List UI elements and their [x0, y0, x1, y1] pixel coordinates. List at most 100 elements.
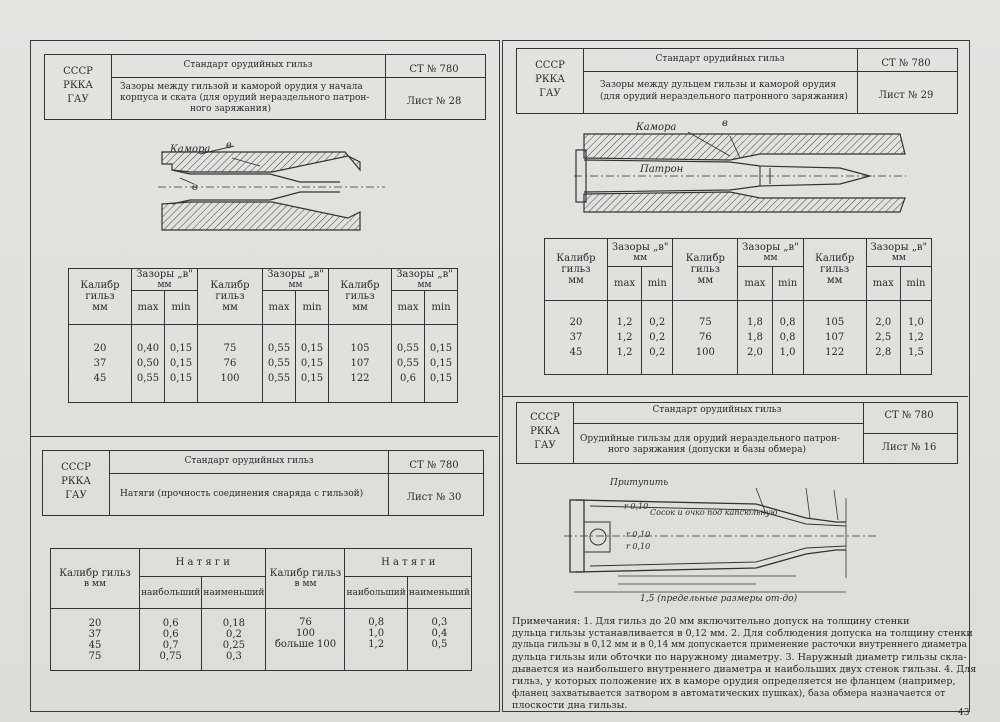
t28-h-cal-b3: мм — [222, 302, 238, 313]
sheet-29-cartridge-label: Патрон — [640, 164, 684, 175]
t30-h-max-2: наибольший — [344, 576, 408, 609]
table-cell: 0,55 — [396, 343, 420, 354]
table-cell: 107 — [350, 358, 370, 369]
t29-h-cal-3: мм — [568, 275, 584, 286]
t28-h-gaps-1: Зазоры „в" — [136, 269, 193, 280]
table-cell: 0,15 — [429, 358, 453, 369]
sheet-28-sheet-no: Лист № 28 — [406, 96, 462, 107]
table-cell: 0,8 — [779, 332, 796, 343]
t29-h-mm-3: мм — [891, 253, 906, 263]
sheet-28-st-no: СТ № 780 — [409, 64, 459, 75]
t28-h-mm-3: мм — [417, 280, 432, 290]
t30-h-tension-2: Н а т я г и — [344, 548, 472, 577]
t29-h-mm-1: мм — [633, 253, 648, 263]
t28-h-min-3: min — [424, 290, 458, 325]
note-line-3: дульца гильзы в 0,12 мм и в 0,14 мм допу… — [512, 640, 967, 650]
table-cell: 76 — [223, 358, 237, 369]
table-cell: 0,55 — [267, 373, 291, 384]
sheet-28-b1-label: в — [226, 140, 232, 151]
sheet-30-org-2: РККА — [61, 476, 91, 487]
table-cell: 0,7 — [162, 639, 179, 651]
t30-h-cal-2: в мм — [84, 579, 106, 589]
table-cell: 20 — [569, 317, 583, 328]
sheet-30-standard-title: Стандарт орудийных гильз — [184, 456, 314, 466]
right-divider — [502, 396, 968, 397]
sheet-16-blunt-label: Притупить — [610, 478, 669, 488]
table-cell: 2,0 — [746, 347, 763, 358]
t29-h-gaps-2: Зазоры „в" — [742, 242, 799, 253]
table-cell: 0,40 — [136, 343, 160, 354]
table-cell: 122 — [350, 373, 370, 384]
table-cell: 0,5 — [431, 639, 448, 650]
t28-h-cal-2: гильз — [85, 291, 115, 302]
sheet-16-standard-title: Стандарт орудийных гильз — [652, 405, 782, 415]
sheet-30-header — [42, 450, 484, 516]
table-cell: 0,15 — [429, 373, 453, 384]
table-cell: 0,3 — [225, 650, 242, 662]
table-cell: 1,2 — [616, 347, 633, 358]
t29-h-cal-b2: гильз — [690, 264, 720, 275]
table-cell: 0,15 — [169, 343, 193, 354]
sheet-16-subject-1: Орудийные гильзы для орудий нераздельног… — [580, 434, 841, 444]
table-cell: 75 — [223, 343, 237, 354]
sheet-28-subject-3: ного заряжания) — [190, 104, 271, 114]
sheet-29-chamber-drawing — [574, 131, 906, 213]
table-cell: 76 — [299, 617, 312, 628]
t28-h-cal-1: Калибр — [80, 280, 120, 291]
table-cell: 0,2 — [649, 347, 666, 358]
sheet-30-org-1: СССР — [61, 462, 91, 473]
table-cell: 0,2 — [649, 317, 666, 328]
sheet-16-st-no: СТ № 780 — [884, 410, 934, 421]
sheet-29-subject-2: (для орудий нераздельного патронного зар… — [600, 92, 848, 102]
sheet-16-org-1: СССР — [530, 412, 560, 423]
sheet-28-org-1: СССР — [63, 66, 93, 77]
t29-h-max-2: max — [737, 266, 773, 301]
table-cell: 45 — [88, 639, 102, 651]
note-line-5: дывается из наибольшего внутреннего диам… — [512, 664, 977, 675]
table-cell: 0,8 — [368, 617, 385, 628]
table-cell: 1,2 — [616, 317, 633, 328]
sheet-16-r2-label: r 0,10 — [626, 530, 651, 539]
t28-h-gaps-3: Зазоры „в" — [396, 269, 453, 280]
table-cell: 0,50 — [136, 358, 160, 369]
t29-h-gaps-3: Зазоры „в" — [870, 242, 928, 253]
sheet-29-org-1: СССР — [535, 60, 565, 71]
table-cell: 1,2 — [368, 639, 385, 650]
table-cell: 1,8 — [746, 317, 763, 328]
table-cell: 1,8 — [746, 332, 763, 343]
t29-h-min-2: min — [771, 266, 804, 301]
t30-h-cal-b2: в мм — [294, 579, 317, 589]
table-cell: 0,55 — [267, 343, 291, 354]
page-number: 43 — [958, 708, 970, 718]
table-cell: 0,6 — [162, 617, 179, 629]
sheet-16-org-3: ГАУ — [534, 440, 556, 451]
sheet-28-header — [44, 54, 486, 120]
sheet-30-st-no: СТ № 780 — [409, 460, 459, 471]
sheet-16-header — [516, 402, 958, 464]
sheet-28-subject-2: корпуса и ската (для орудий нераздельног… — [120, 93, 370, 103]
table-cell: больше 100 — [274, 639, 337, 650]
table-cell: 0,75 — [159, 650, 182, 662]
sheet-16-bevel-label: Сосок и очко под капсюльную — [650, 508, 778, 517]
sheet-29-header — [516, 48, 958, 114]
t28-h-mm-2: мм — [288, 280, 303, 290]
table-cell: 1,0 — [779, 347, 796, 358]
table-cell: 107 — [825, 332, 845, 343]
table-cell: 1,0 — [907, 317, 924, 328]
t29-h-cal-c1: Калибр — [815, 253, 855, 264]
table-cell: 100 — [220, 373, 240, 384]
table-cell: 76 — [698, 332, 712, 343]
t28-h-min-1: min — [164, 290, 198, 325]
t28-h-max-3: max — [391, 290, 425, 325]
note-line-4: дульца гильзы или обточки по наружному д… — [512, 652, 967, 663]
